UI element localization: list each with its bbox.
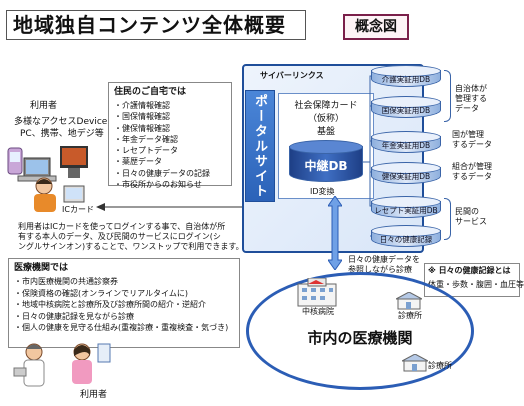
db-cylinder: 日々の健康記録 — [371, 225, 441, 247]
list-item: 個人の健康を見守る仕組み(重複診療・重複検査・気づき) — [14, 322, 234, 334]
user-bottom-label: 利用者 — [80, 390, 108, 400]
devices-line2: PC、携帯、地デジ等 — [20, 129, 104, 139]
city-medical-label: 市内の医療機関 — [307, 329, 413, 347]
patient-icon — [72, 343, 92, 384]
laptop-icon — [17, 157, 57, 182]
home-items-list: 介護情報確認 国保情報確認 健保情報確認 年金データ確認 レセプトデータ 薬歴デ… — [114, 100, 226, 190]
description-text: 利用者はICカードを使ってログインする事で、自治体が所 有する本人のデータ、及び… — [18, 222, 244, 251]
db-connector-lines — [362, 75, 376, 237]
list-item: 保険資格の確認(オンラインでリアルタイムに) — [14, 288, 234, 300]
tv-icon — [60, 146, 88, 178]
private-label: 民間のサービス — [455, 207, 487, 226]
concept-label: 概念図 — [343, 14, 409, 40]
union-label: 組合が管理するデータ — [452, 162, 492, 181]
db-cylinder: 年金実証用DB — [371, 131, 441, 153]
mobile-phone-icon — [7, 147, 23, 175]
foundation-line2: （仮称） — [307, 114, 344, 124]
list-item: 市役所からのお知らせ — [114, 179, 226, 190]
db-label: 年金実証用DB — [381, 141, 431, 150]
health-record-note: ※ 日々の健康記録とは 体重・歩数・腹囲・血圧等 — [424, 263, 524, 297]
list-item: 年金データ確認 — [114, 134, 226, 145]
clinic-b-label: 診療所 — [428, 361, 452, 370]
db-cylinder: 国保実証用DB — [371, 96, 441, 118]
national-label: 国が管理するデータ — [452, 130, 492, 149]
db-label: 国保実証用DB — [381, 106, 431, 115]
card-icon — [97, 343, 111, 363]
clinic-building-icon — [402, 354, 428, 372]
db-cylinder: 健保実証用DB — [371, 162, 441, 184]
list-item: 地域中核病院と診療所及び診療所間の紹介・逆紹介 — [14, 299, 234, 311]
municipal-brace — [444, 70, 451, 122]
db-cylinder: レセプト実証用DB — [371, 196, 441, 218]
ic-card-arrow — [96, 203, 242, 211]
clinic-a-label: 診療所 — [398, 311, 422, 320]
two-way-arrow — [328, 196, 342, 270]
hub-db-label: 中継DB — [304, 159, 348, 173]
list-item: 国保情報確認 — [114, 111, 226, 122]
db-label: 健保実証用DB — [381, 172, 431, 181]
doctor-icon — [13, 343, 45, 387]
hub-db-cylinder — [289, 140, 363, 182]
list-item: 健保情報確認 — [114, 123, 226, 134]
foundation-line3: 基盤 — [316, 127, 335, 137]
city-medical-ring — [246, 272, 474, 390]
list-item: 介護情報確認 — [114, 100, 226, 111]
db-label: レセプト実証用DB — [374, 206, 438, 215]
db-label: 介護実証用DB — [381, 75, 431, 84]
hospital-building-icon — [297, 278, 337, 307]
doctor-patient-illustration — [13, 343, 111, 387]
user-avatar-icon — [34, 177, 56, 212]
hospital-label: 中核病院 — [302, 307, 334, 316]
devices-line1: 多様なアクセスDevice — [14, 117, 108, 127]
foundation-line1: 社会保障カード — [294, 101, 358, 111]
municipal-label: 自治体が管理するデータ — [455, 84, 487, 113]
pc-icon — [63, 185, 85, 203]
list-item: 市内医療機関の共通診察券 — [14, 276, 234, 288]
user-top-label: 利用者 — [30, 101, 58, 111]
arrow-note: 日々の健康データを参照しながら診療 — [348, 255, 420, 274]
db-label: 日々の健康記録 — [379, 235, 433, 244]
db-cylinder: 介護実証用DB — [371, 65, 441, 87]
home-heading: 住民のご自宅では — [114, 87, 187, 97]
medical-services-box: 医療機関では 市内医療機関の共通診察券 保険資格の確認(オンラインでリアルタイム… — [8, 258, 240, 348]
user-devices-illustration — [7, 146, 88, 212]
list-item: 薬歴データ — [114, 156, 226, 167]
id-convert-label: ID変換 — [310, 187, 335, 196]
cyber-links-title: サイバーリンクス — [260, 71, 324, 80]
list-item: レセプトデータ — [114, 145, 226, 156]
list-item: 日々の健康データの記録 — [114, 168, 226, 179]
home-services-box: 住民のご自宅では 介護情報確認 国保情報確認 健保情報確認 年金データ確認 レセ… — [108, 82, 232, 189]
private-brace — [444, 198, 451, 240]
ic-card-label: ICカード — [62, 205, 94, 214]
clinic-building-icon — [396, 292, 422, 310]
page-title: 地域独自コンテンツ全体概要 — [6, 10, 306, 40]
portal-site[interactable]: ポータルサイト — [245, 90, 275, 202]
medical-heading: 医療機関では — [14, 263, 69, 273]
medical-items-list: 市内医療機関の共通診察券 保険資格の確認(オンラインでリアルタイムに) 地域中核… — [14, 276, 234, 334]
list-item: 日々の健康記録を見ながら診療 — [14, 311, 234, 323]
